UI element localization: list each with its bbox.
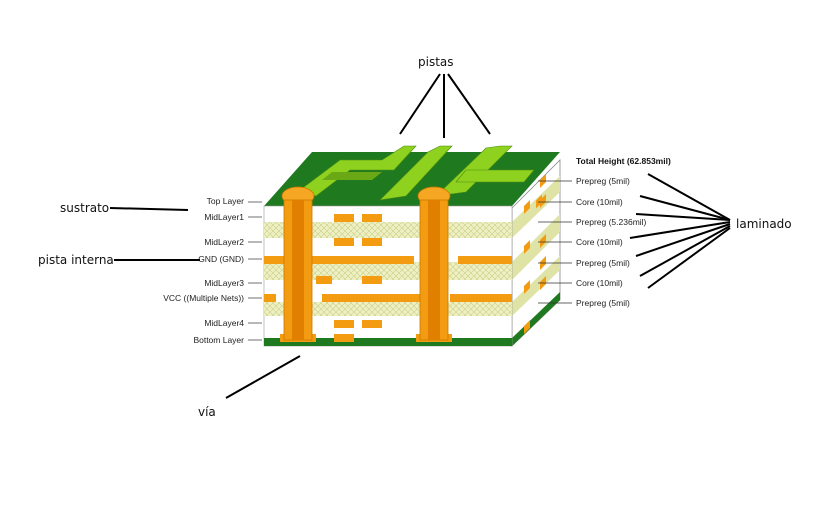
stack-label: Prepreg (5mil): [576, 298, 630, 308]
layer-label: Bottom Layer: [193, 335, 244, 345]
callout-laminado: laminado: [736, 217, 792, 231]
layer-label: GND (GND): [198, 254, 244, 264]
layer-label: Top Layer: [207, 196, 244, 206]
board-front-face: [263, 199, 513, 347]
layer-label: MidLayer1: [204, 212, 244, 222]
layer-label: MidLayer2: [204, 237, 244, 247]
layer-label: VCC ((Multiple Nets)): [163, 293, 244, 303]
layer-label-arrows: [248, 201, 262, 341]
stack-label: Prepreg (5mil): [576, 176, 630, 186]
callout-pista-interna: pista interna: [38, 253, 114, 267]
callout-lines: [109, 73, 731, 399]
callout-pistas: pistas: [418, 55, 454, 69]
board-top-face: [264, 145, 560, 206]
stack-label: Core (10mil): [576, 237, 623, 247]
stack-label: Core (10mil): [576, 197, 623, 207]
stack-labels: Total Height (62.853mil) Prepreg (5mil) …: [576, 156, 671, 308]
layer-labels: Top Layer MidLayer1 MidLayer2 GND (GND) …: [163, 196, 244, 345]
stack-label-arrows: [538, 180, 572, 304]
stack-label: Prepreg (5.236mil): [576, 217, 647, 227]
callout-via: vía: [198, 405, 216, 419]
layer-label: MidLayer3: [204, 278, 244, 288]
callouts: pistas sustrato pista interna vía lamina…: [38, 55, 792, 419]
layer-label: MidLayer4: [204, 318, 244, 328]
callout-sustrato: sustrato: [60, 201, 109, 215]
total-height-label: Total Height (62.853mil): [576, 156, 671, 166]
stack-label: Core (10mil): [576, 278, 623, 288]
stack-label: Prepreg (5mil): [576, 258, 630, 268]
